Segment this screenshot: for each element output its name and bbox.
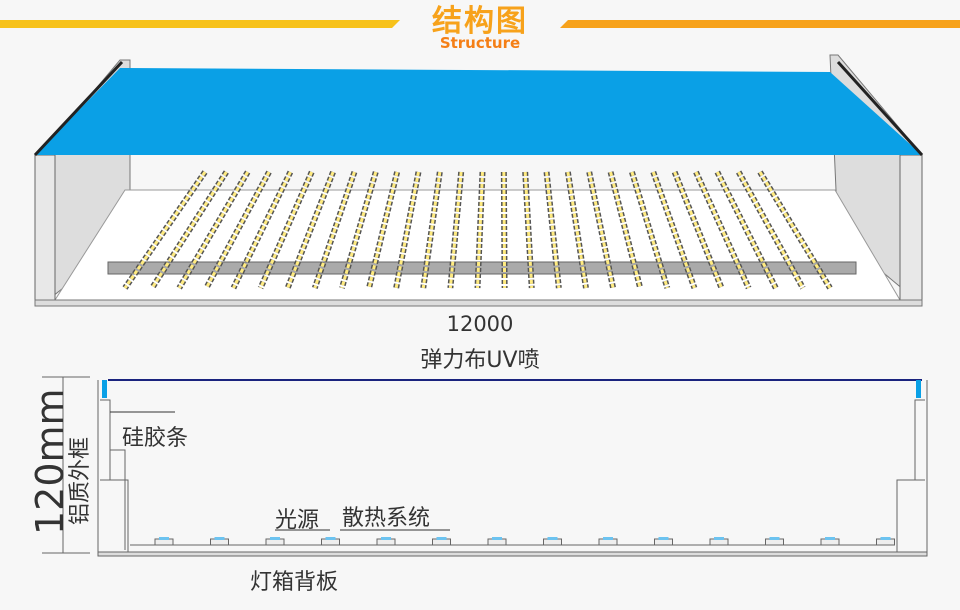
page-title: 结构图	[432, 4, 528, 39]
led-strip	[367, 171, 399, 289]
led-strip	[421, 171, 442, 289]
led-strip	[232, 171, 292, 289]
led-strip	[651, 171, 696, 289]
led-strip	[123, 171, 207, 289]
led-strip	[150, 171, 228, 289]
led-strip	[394, 171, 420, 289]
led-strip	[758, 171, 832, 289]
frame-label: 铝质外框	[68, 436, 93, 525]
led-strip	[523, 171, 534, 289]
led-strip	[259, 171, 314, 289]
led-strip	[205, 171, 271, 289]
lightbox-3d	[33, 54, 924, 307]
cross-section	[42, 376, 928, 557]
fabric-label: 弹力布UV喷	[420, 348, 540, 373]
silicone-label: 硅胶条	[122, 426, 189, 451]
led-strip	[177, 171, 249, 289]
led-strip	[609, 171, 642, 289]
page-subtitle: Structure	[439, 34, 521, 52]
led-strip	[715, 171, 778, 289]
led-strip	[737, 171, 805, 289]
led-strip	[694, 171, 751, 289]
led-strip	[340, 171, 378, 289]
led-strip	[502, 171, 507, 289]
fabric-panel	[35, 68, 922, 155]
right-header-bar	[560, 20, 960, 28]
led-strip	[673, 171, 723, 289]
led-strip	[286, 171, 335, 289]
led-strip	[545, 171, 561, 289]
heat-system-label: 散热系统	[342, 506, 431, 531]
led-strip	[630, 171, 669, 289]
width-dimension: 12000	[446, 312, 514, 336]
backplate-label: 灯箱背板	[250, 570, 339, 595]
heat-sink-bar	[107, 261, 857, 275]
led-strip	[587, 171, 615, 289]
led-strip	[448, 171, 463, 289]
left-header-bar	[0, 20, 400, 28]
led-strip	[476, 171, 484, 289]
led-strip	[566, 171, 588, 289]
led-strip	[313, 171, 356, 289]
light-source-label: 光源	[275, 508, 320, 533]
